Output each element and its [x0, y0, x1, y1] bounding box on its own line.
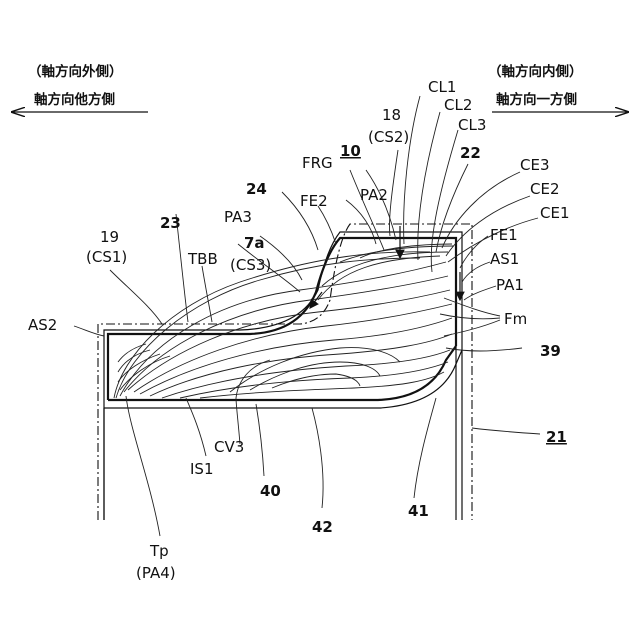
- label-24: 24: [246, 180, 267, 198]
- label-21: 21: [546, 428, 567, 446]
- label-cs3: (CS3): [230, 256, 271, 274]
- forging-upper-contour: [104, 232, 462, 520]
- other-direction-label: 軸方向他方側: [34, 91, 115, 108]
- inner-direction-label: （軸方向内側）: [488, 63, 583, 80]
- label-7a: 7a: [244, 234, 265, 252]
- label-fm: Fm: [504, 310, 527, 328]
- label-23: 23: [160, 214, 181, 232]
- label-is1: IS1: [190, 460, 214, 478]
- label-ce1: CE1: [540, 204, 570, 222]
- label-cl3: CL3: [458, 116, 486, 134]
- label-tbb: TBB: [187, 250, 218, 268]
- label-cs2: (CS2): [368, 128, 409, 146]
- label-frg: FRG: [302, 154, 333, 172]
- label-41: 41: [408, 502, 429, 520]
- label-fe1: FE1: [490, 226, 518, 244]
- one-direction-label: 軸方向一方側: [496, 91, 577, 108]
- label-as2: AS2: [28, 316, 57, 334]
- label-ce3: CE3: [520, 156, 550, 174]
- label-pa3: PA3: [224, 208, 252, 226]
- label-pa1: PA1: [496, 276, 524, 294]
- label-cv3: CV3: [214, 438, 244, 456]
- label-19: 19: [100, 228, 119, 246]
- label-cl1: CL1: [428, 78, 456, 96]
- label-pa2: PA2: [360, 186, 388, 204]
- label-pa4: (PA4): [136, 564, 176, 582]
- label-39: 39: [540, 342, 561, 360]
- label-10: 10: [340, 142, 361, 160]
- label-fe2: FE2: [300, 192, 328, 210]
- label-18: 18: [382, 106, 401, 124]
- label-42: 42: [312, 518, 333, 536]
- label-as1: AS1: [490, 250, 519, 268]
- label-ce2: CE2: [530, 180, 560, 198]
- label-22: 22: [460, 144, 481, 162]
- label-cl2: CL2: [444, 96, 472, 114]
- label-tp: Tp: [149, 542, 169, 560]
- outer-direction-label: （軸方向外側）: [28, 63, 123, 80]
- label-40: 40: [260, 482, 281, 500]
- label-cs1: (CS1): [86, 248, 127, 266]
